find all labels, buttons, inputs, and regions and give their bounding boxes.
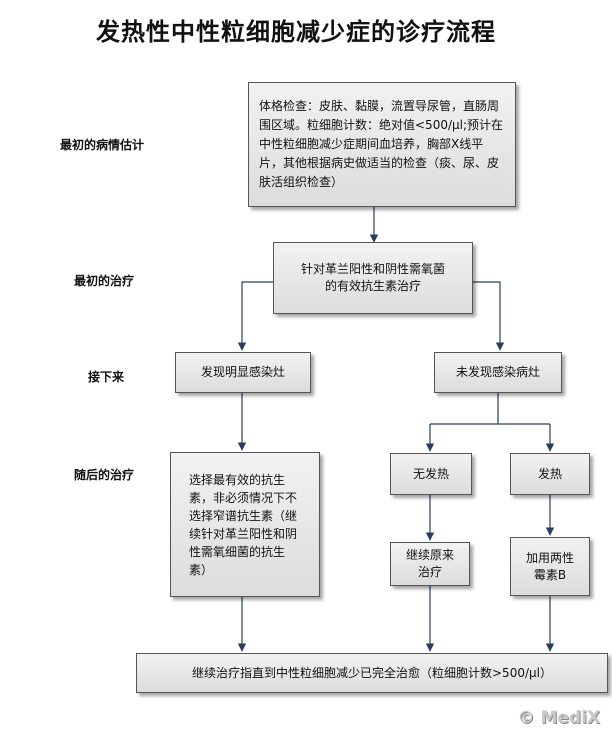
- node-choose-antibiotic: 选择最有效的抗生素，非必须情况下不选择窄谱抗生素（继续针对革兰阳性和阴性需氧细菌…: [170, 452, 320, 597]
- node-continue-original-text: 继续原来治疗: [405, 548, 454, 579]
- node-infection-not-found: 未发现感染病灶: [434, 352, 562, 393]
- node-physical-exam: 体格检查：皮肤、黏膜，流置导尿管，直肠周围区域。粒细胞计数：绝对值<500/μl…: [248, 82, 516, 207]
- stage-label-initial-treatment: 最初的治疗: [74, 274, 135, 288]
- node-fever-text: 发热: [537, 466, 562, 481]
- node-no-fever-text: 无发热: [412, 466, 449, 481]
- stage-label-next: 接下来: [88, 370, 125, 384]
- node-continue-until-recovery-text: 继续治疗指直到中性粒细胞减少已完全治愈（粒细胞计数>500/μl）: [192, 665, 552, 680]
- node-add-amphotericin: 加用两性霉素B: [510, 537, 590, 596]
- node-choose-antibiotic-text: 选择最有效的抗生素，非必须情况下不选择窄谱抗生素（继续针对革兰阳性和阴性需氧细菌…: [189, 472, 298, 577]
- node-antibiotic-therapy: 针对革兰阳性和阴性需氧菌的有效抗生素治疗: [273, 242, 473, 314]
- node-antibiotic-therapy-text: 针对革兰阳性和阴性需氧菌的有效抗生素治疗: [300, 262, 445, 293]
- node-fever: 发热: [510, 453, 590, 495]
- stage-label-subsequent-treatment: 随后的治疗: [74, 468, 135, 482]
- watermark: © MediX: [517, 708, 600, 728]
- node-physical-exam-text: 体格检查：皮肤、黏膜，流置导尿管，直肠周围区域。粒细胞计数：绝对值<500/μl…: [259, 99, 504, 189]
- node-infection-found-text: 发现明显感染灶: [200, 365, 285, 379]
- page-title: 发热性中性粒细胞减少症的诊疗流程: [96, 17, 496, 46]
- stage-label-initial-assessment: 最初的病情估计: [60, 138, 145, 152]
- arrow-antibiotics-to-infection-not-found: [473, 281, 505, 351]
- arrow-antibiotics-to-infection-found: [237, 281, 273, 351]
- node-infection-found: 发现明显感染灶: [175, 352, 311, 393]
- node-continue-original: 继续原来治疗: [390, 542, 470, 586]
- node-continue-until-recovery: 继续治疗指直到中性粒细胞减少已完全治愈（粒细胞计数>500/μl）: [136, 653, 608, 693]
- node-no-fever: 无发热: [390, 453, 472, 495]
- node-infection-not-found-text: 未发现感染病灶: [455, 365, 540, 379]
- node-add-amphotericin-text: 加用两性霉素B: [525, 550, 574, 582]
